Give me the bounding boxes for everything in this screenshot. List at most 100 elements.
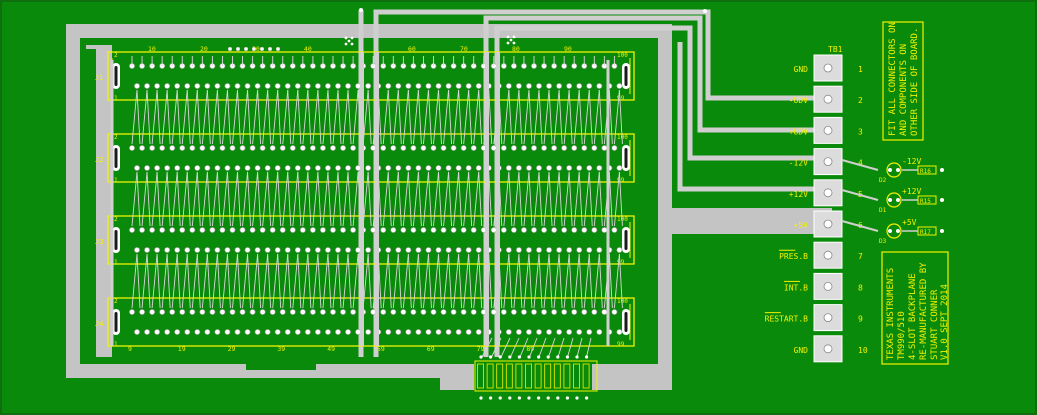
pin-pad [415, 329, 422, 335]
terminal-signal-label: GND [794, 346, 809, 355]
pin-pad [229, 227, 236, 233]
terminal-2: 2-UDV [789, 85, 863, 113]
connector-j2: J22100199 [95, 133, 635, 184]
pin-pad [430, 145, 437, 151]
pin-pad [500, 309, 507, 315]
pin-pad [566, 329, 573, 335]
pin-pad [536, 247, 542, 253]
pin-label-bottom-end: 99 [617, 177, 625, 184]
pin-label-bottom-start: 1 [114, 259, 118, 266]
pin-pad [199, 227, 206, 233]
pin-pad [455, 165, 462, 171]
pin-pad [365, 83, 372, 89]
pin-pad [259, 145, 266, 151]
pin-pad [340, 145, 346, 151]
pin-pad [516, 329, 522, 335]
terminal-signal-label: INT.B [784, 283, 808, 292]
pin-pad [551, 227, 557, 233]
interconnect-traces [131, 89, 623, 145]
pin-pad [254, 83, 261, 89]
connector-label: J4 [95, 320, 103, 328]
pin-pad [204, 247, 211, 253]
terminal-signal-label: -UDV [789, 96, 808, 105]
pullup-resistor [563, 363, 571, 389]
pin-pad [194, 329, 201, 335]
pin-pad [490, 227, 497, 233]
pin-label-bottom-start: 1 [114, 177, 118, 184]
pin-pad [169, 309, 176, 315]
pin-pad [284, 165, 291, 171]
pin-pad [189, 145, 196, 151]
terminal-pin-number: 10 [858, 346, 868, 355]
pin-pad [289, 309, 296, 315]
connector-outline [107, 51, 635, 101]
pin-pad [390, 227, 397, 233]
pin-pad [304, 247, 311, 253]
pin-pad [516, 83, 522, 89]
pin-pad [556, 83, 562, 89]
board-info-line-3: 4-SLOT BACKPLANE [908, 273, 918, 360]
pin-number-bottom: 69 [427, 345, 435, 353]
pin-pad [179, 309, 186, 315]
pin-pad [465, 247, 472, 253]
pin-pad [586, 329, 593, 335]
pin-pad [440, 309, 447, 315]
pin-pad [420, 145, 427, 151]
pin-pad [330, 145, 336, 151]
pin-pad [320, 145, 326, 151]
pin-pad [284, 247, 291, 253]
pin-pad [526, 329, 532, 335]
pin-pad [410, 227, 417, 233]
terminal-signal-label: PRES.B [779, 252, 808, 261]
assembly-note-line-3: OTHER SIDE OF BOARD. [910, 28, 920, 136]
led-outline [886, 162, 902, 178]
pin-pad [304, 83, 311, 89]
pin-pad [234, 165, 241, 171]
terminal-pin-number: 4 [858, 159, 863, 168]
pin-pad [591, 145, 598, 151]
led-designator: D3 [879, 238, 887, 245]
pin-pad [194, 165, 201, 171]
pin-pad [345, 83, 351, 89]
pin-pad [616, 83, 623, 89]
via [235, 46, 241, 52]
pin-pad [516, 165, 522, 171]
pin-pad [330, 309, 336, 315]
pin-pad [279, 145, 286, 151]
pin-pad [385, 329, 392, 335]
pin-pad [571, 309, 578, 315]
pin-pad [556, 329, 562, 335]
pin-pad [435, 83, 442, 89]
pin-pad [355, 165, 361, 171]
via [259, 46, 265, 52]
pin-pad [455, 329, 462, 335]
led-outline [886, 223, 902, 239]
pin-pad [415, 83, 422, 89]
pin-pad [314, 83, 321, 89]
pin-pad [546, 329, 552, 335]
pullup-resistor [477, 363, 484, 389]
connector-label: J2 [95, 156, 103, 164]
pin-pad [274, 83, 281, 89]
pin-pad [355, 83, 361, 89]
pin-pad [204, 329, 211, 335]
pin-pad [611, 145, 618, 151]
pin-pad [214, 247, 221, 253]
pin-pad [445, 247, 452, 253]
via [227, 46, 233, 52]
pin-pad [591, 309, 598, 315]
pin-pad [526, 165, 532, 171]
pin-pad [526, 247, 532, 253]
pin-pad [576, 83, 583, 89]
pin-pad [395, 247, 402, 253]
pin-pad [345, 247, 351, 253]
pin-pad [314, 329, 321, 335]
resistor-pad [940, 168, 944, 172]
pin-pad [591, 227, 598, 233]
pin-label-bottom-end: 99 [617, 259, 625, 266]
pin-pad [440, 227, 447, 233]
pin-pad [556, 247, 562, 253]
connector-label: J3 [95, 238, 103, 246]
